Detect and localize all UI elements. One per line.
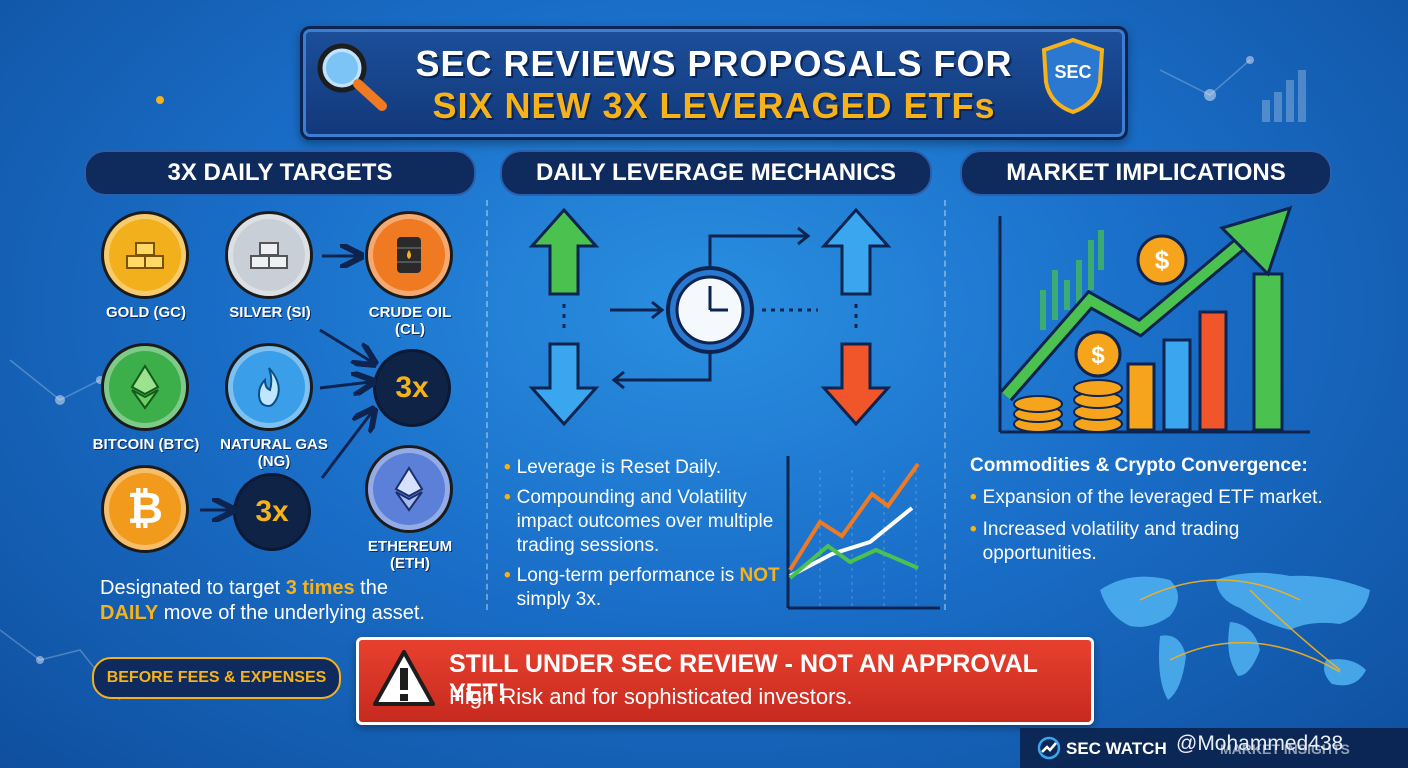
bitcoin-icon: ₿ bbox=[127, 484, 163, 533]
multiplier-badge-right: 3x bbox=[376, 352, 448, 424]
title-banner: SEC REVIEWS PROPOSALS FOR SIX NEW 3X LEV… bbox=[300, 26, 1128, 140]
down-arrow-blue-icon bbox=[528, 342, 600, 427]
footer-brand: SEC WATCH bbox=[1066, 739, 1167, 758]
up-arrow-green-icon bbox=[528, 207, 600, 296]
ethereum-coin bbox=[368, 448, 450, 530]
section-divider-right bbox=[944, 200, 946, 610]
warning-triangle-icon bbox=[373, 650, 435, 706]
mechanics-bullets: •Leverage is Reset Daily. •Compounding a… bbox=[504, 456, 788, 612]
section-header-targets: 3X DAILY TARGETS bbox=[84, 150, 476, 196]
up-arrow-blue-icon bbox=[820, 207, 892, 296]
flame-icon bbox=[257, 367, 280, 408]
gold-coin bbox=[104, 214, 186, 296]
bitcoin-green-coin bbox=[104, 346, 186, 428]
targets-description: Designated to target 3 times the DAILY m… bbox=[100, 576, 480, 626]
svg-text:$: $ bbox=[1091, 342, 1105, 369]
down-arrow-red-icon bbox=[820, 342, 892, 427]
crude-oil-coin bbox=[368, 214, 450, 296]
desc-highlight-times: 3 times bbox=[285, 577, 355, 599]
warning-subtitle: High Risk and for sophisticated investor… bbox=[449, 684, 853, 709]
implications-subtitle: Commodities & Crypto Convergence: bbox=[970, 455, 1308, 476]
warning-banner: STILL UNDER SEC REVIEW - NOT AN APPROVAL… bbox=[356, 637, 1094, 725]
natural-gas-coin bbox=[228, 346, 310, 428]
desc-part3: move of the underlying asset. bbox=[158, 602, 425, 624]
bitcoin-btc-label: BITCOIN (BTC) bbox=[92, 436, 200, 453]
ethereum-diamond-icon bbox=[130, 364, 160, 410]
gold-bars-icon bbox=[126, 242, 164, 269]
mechanics-bullet-2: •Compounding and Volatility impact outco… bbox=[504, 487, 774, 556]
crude-oil-label: CRUDE OIL (CL) bbox=[368, 304, 452, 338]
implications-text: Commodities & Crypto Convergence: •Expan… bbox=[970, 454, 1380, 566]
section-divider-left bbox=[486, 200, 488, 610]
mechanics-bullet-3: •Long-term performance is NOT simply 3x. bbox=[504, 565, 780, 610]
fees-badge: BEFORE FEES & EXPENSES bbox=[92, 657, 341, 699]
desc-part1: Designated to target bbox=[100, 577, 286, 599]
desc-part2: the bbox=[354, 577, 388, 599]
market-growth-chart-icon: $ $ bbox=[998, 205, 1310, 434]
world-map-icon bbox=[1100, 572, 1370, 700]
magnifier-icon bbox=[317, 43, 387, 111]
title-line-2: SIX NEW 3X LEVERAGED ETFs bbox=[432, 85, 996, 126]
oil-barrel-icon bbox=[397, 237, 421, 273]
trend-logo-icon bbox=[1037, 736, 1061, 760]
desc-highlight-daily: DAILY bbox=[100, 602, 159, 624]
footer-bar: SEC WATCH MARKET INSIGHTS @Mohammed438 bbox=[1020, 728, 1408, 768]
ethereum-label: ETHEREUM (ETH) bbox=[367, 538, 453, 572]
leverage-mechanics-diagram bbox=[528, 207, 892, 427]
coin-stack-icon: $ bbox=[1013, 330, 1123, 433]
section-header-mechanics: DAILY LEVERAGE MECHANICS bbox=[500, 150, 932, 196]
sec-badge-label: SEC bbox=[1054, 62, 1092, 82]
bitcoin-coin: ₿ bbox=[104, 468, 186, 550]
clock-icon bbox=[666, 266, 754, 354]
silver-coin bbox=[228, 214, 310, 296]
silver-bars-icon bbox=[250, 242, 288, 269]
compounding-chart-icon bbox=[786, 456, 940, 610]
footer-sub: MARKET INSIGHTS bbox=[1220, 741, 1350, 757]
title-line-1: SEC REVIEWS PROPOSALS FOR bbox=[415, 43, 1013, 84]
natural-gas-label: NATURAL GAS (NG) bbox=[220, 436, 328, 470]
sec-shield-icon: SEC bbox=[1040, 37, 1106, 115]
footer-watermark: @Mohammed438 bbox=[1176, 732, 1344, 755]
ethereum-diamond-icon bbox=[394, 466, 424, 512]
gold-label: GOLD (GC) bbox=[106, 304, 186, 321]
target-arrows bbox=[200, 0, 500, 620]
implications-bullet-1: •Expansion of the leveraged ETF market. bbox=[970, 487, 1323, 508]
warning-title: STILL UNDER SEC REVIEW - NOT AN APPROVAL… bbox=[449, 650, 1038, 707]
svg-text:$: $ bbox=[1155, 245, 1170, 275]
implications-bullet-2: •Increased volatility and trading opport… bbox=[970, 519, 1240, 564]
dollar-coin-icon: $ bbox=[1136, 234, 1188, 286]
multiplier-badge-bottom: 3x bbox=[236, 476, 308, 548]
mechanics-bullet-1: •Leverage is Reset Daily. bbox=[504, 457, 722, 478]
silver-label: SILVER (SI) bbox=[229, 304, 311, 321]
section-header-implications: MARKET IMPLICATIONS bbox=[960, 150, 1332, 196]
